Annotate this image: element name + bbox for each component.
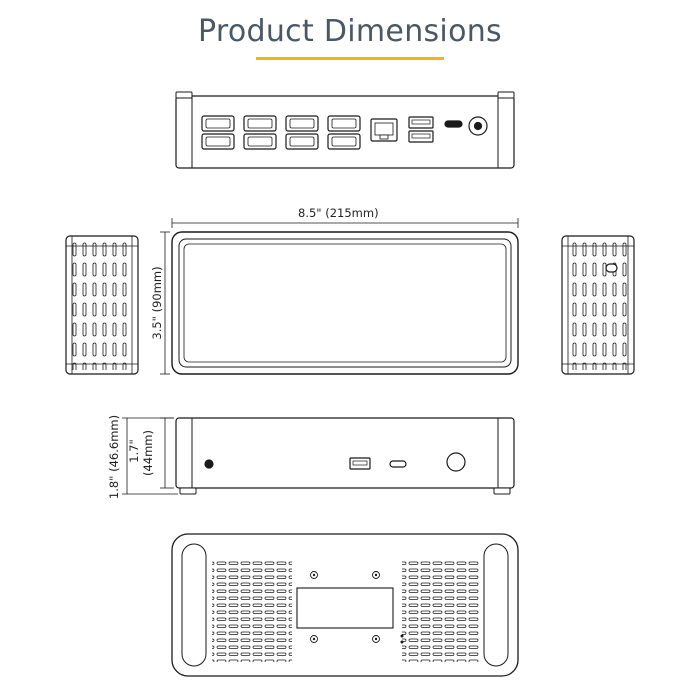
height-with-feet-label: 1.8" (46.6mm) bbox=[107, 414, 121, 500]
length-label: 8.5" (215mm) bbox=[298, 206, 379, 220]
video-port-group-4 bbox=[327, 115, 361, 150]
rear-view bbox=[175, 91, 515, 169]
usb-a-front-port bbox=[349, 457, 371, 470]
height-body-label-line2: (44mm) bbox=[141, 430, 155, 477]
title-underline bbox=[256, 57, 444, 60]
usb-c-front-port bbox=[389, 460, 407, 468]
dc-power-port bbox=[468, 116, 488, 136]
rear-body bbox=[175, 95, 515, 169]
video-port-group-3 bbox=[285, 115, 319, 150]
usb-c-rear-port bbox=[444, 120, 463, 128]
front-body bbox=[175, 417, 515, 489]
bottom-view bbox=[171, 533, 519, 677]
top-view bbox=[171, 231, 519, 375]
label-plate bbox=[296, 587, 394, 629]
height-body-label-line1: 1.7" bbox=[127, 439, 141, 463]
bottom-left-foot bbox=[181, 543, 207, 667]
front-right-foot bbox=[493, 487, 511, 495]
usb-a-rear-ports bbox=[408, 116, 434, 143]
video-port-group-1 bbox=[201, 115, 235, 150]
page-title: Product Dimensions bbox=[198, 14, 502, 49]
width-label: 3.5" (90mm) bbox=[150, 266, 164, 340]
video-port-group-2 bbox=[243, 115, 277, 150]
length-dimension-line bbox=[171, 218, 519, 228]
audio-jack-icon bbox=[204, 459, 214, 469]
power-button-icon bbox=[446, 452, 466, 472]
bottom-left-vent bbox=[212, 558, 292, 662]
front-view bbox=[175, 417, 515, 495]
bottom-right-vent bbox=[402, 558, 480, 662]
left-side-view bbox=[65, 235, 139, 375]
bottom-right-foot bbox=[483, 543, 509, 667]
width-dimension-line bbox=[160, 231, 170, 375]
kensington-slot-icon bbox=[605, 263, 618, 273]
height-body-dimension-line bbox=[160, 417, 174, 489]
front-left-foot bbox=[179, 487, 197, 495]
ethernet-port bbox=[370, 118, 398, 142]
right-side-view bbox=[561, 235, 635, 375]
